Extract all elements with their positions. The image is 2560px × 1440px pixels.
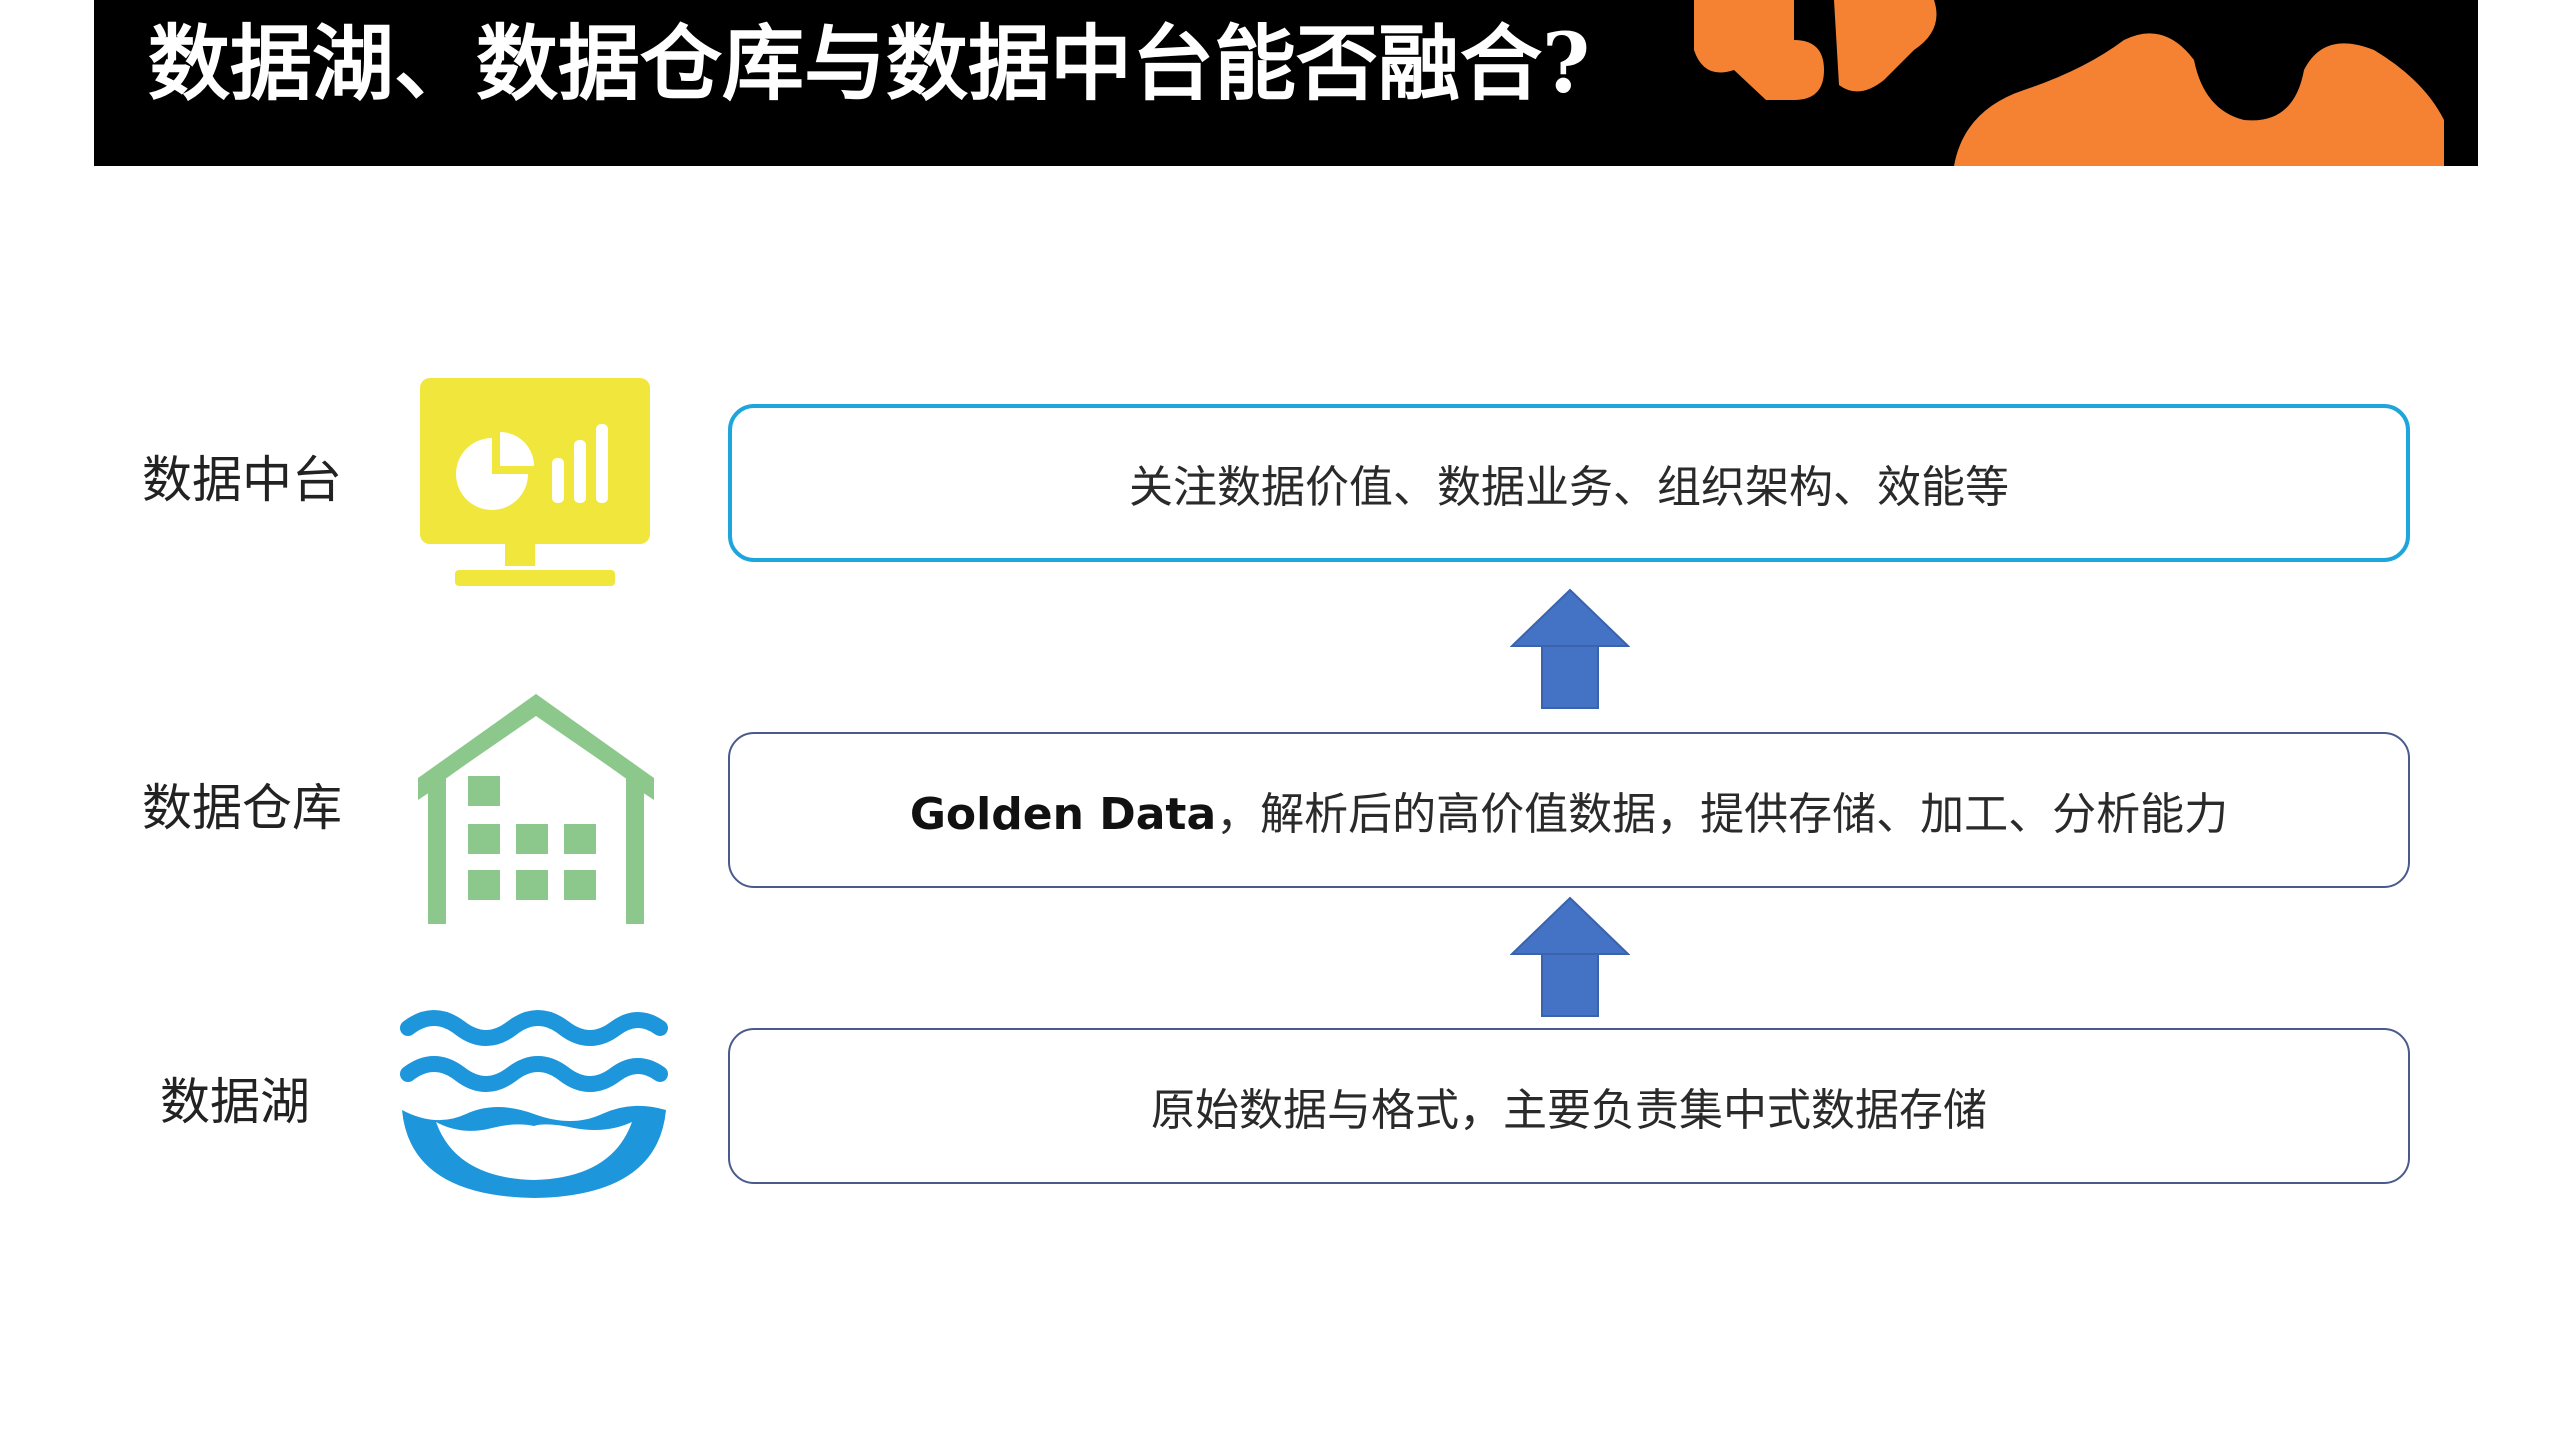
row-label-lake: 数据湖 — [160, 1073, 310, 1131]
box-lake: 原始数据与格式，主要负责集中式数据存储 — [728, 1028, 2410, 1184]
box-middle-platform: 关注数据价值、数据业务、组织架构、效能等 — [728, 404, 2410, 562]
golden-data-label: Golden Data — [909, 789, 1217, 840]
box-text-warehouse: Golden Data，解析后的高价值数据，提供存储、加工、分析能力 — [910, 778, 2228, 842]
lake-waves-icon — [400, 1010, 668, 1198]
page-title: 数据湖、数据仓库与数据中台能否融合? — [148, 16, 1591, 112]
dashboard-monitor-icon — [420, 378, 650, 586]
box-warehouse: Golden Data，解析后的高价值数据，提供存储、加工、分析能力 — [728, 732, 2410, 888]
row-label-warehouse: 数据仓库 — [142, 779, 342, 837]
arrow-up-icon — [1510, 588, 1630, 709]
warehouse-icon — [418, 694, 654, 924]
box-text-middle-platform: 关注数据价值、数据业务、组织架构、效能等 — [1129, 462, 2009, 513]
warehouse-description: ，解析后的高价值数据，提供存储、加工、分析能力 — [1216, 789, 2229, 840]
row-label-middle-platform: 数据中台 — [142, 451, 342, 509]
arrow-up-icon — [1510, 896, 1630, 1017]
header-bar: 数据湖、数据仓库与数据中台能否融合? — [94, 0, 2478, 166]
decorative-shapes — [1694, 0, 2444, 166]
box-text-lake: 原始数据与格式，主要负责集中式数据存储 — [1151, 1085, 1987, 1136]
